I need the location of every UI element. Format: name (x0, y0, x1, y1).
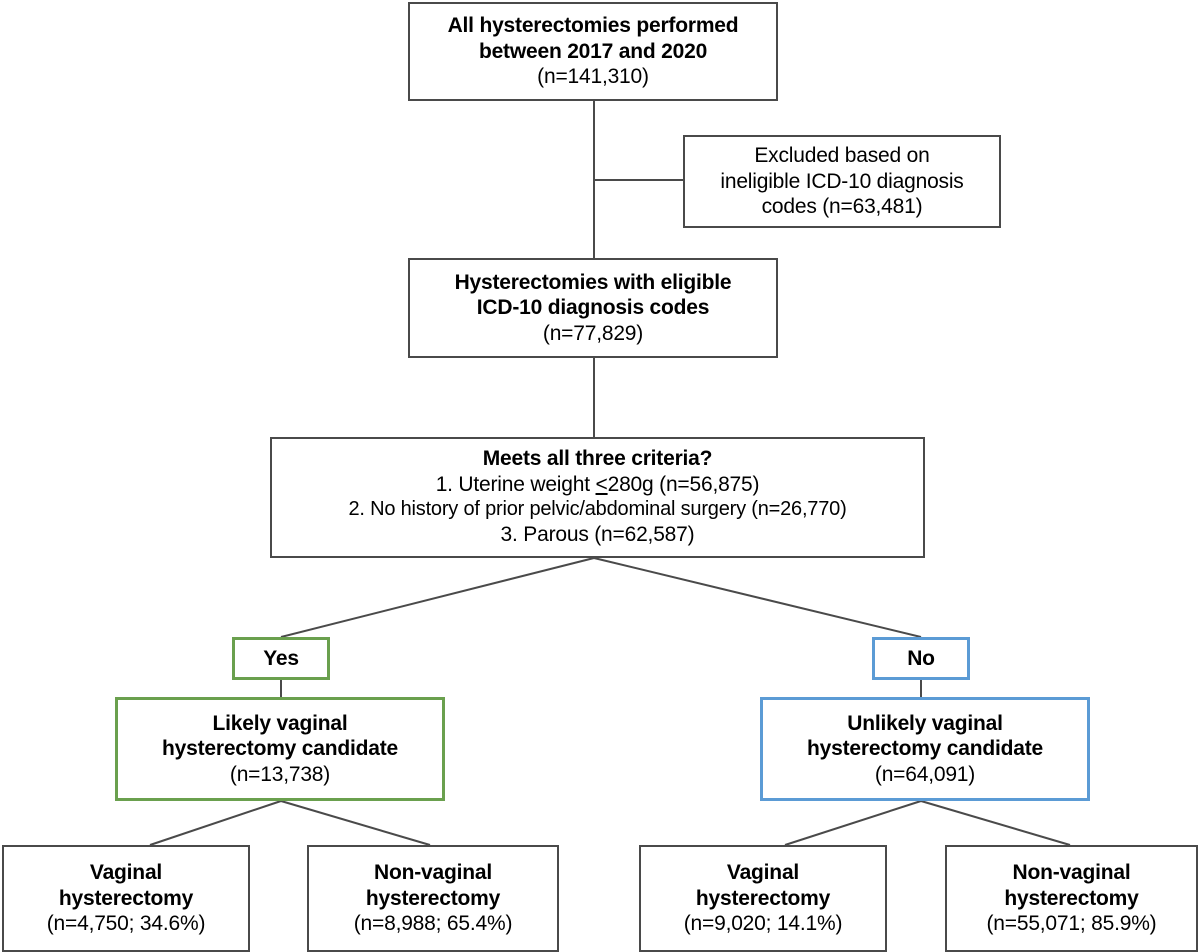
node-eligible-line1: Hysterectomies with eligible (454, 270, 732, 294)
node-eligible-count: (n=77,829) (542, 321, 644, 345)
node-unlikely-line1: Unlikely vaginal (847, 711, 1003, 735)
node-nonvag-right-line2: hysterectomy (1004, 886, 1139, 910)
node-yes-branch: Yes (232, 637, 330, 680)
less-than-or-equal-icon: < (595, 472, 608, 496)
node-vag-right-line1: Vaginal (726, 861, 800, 885)
node-likely-candidate: Likely vaginal hysterectomy candidate (n… (115, 697, 445, 801)
node-likely-line2: hysterectomy candidate (161, 737, 399, 761)
node-excluded-line1: Excluded based on (754, 144, 930, 168)
node-all-hysterectomies-line2: between 2017 and 2020 (478, 39, 708, 63)
node-nonvag-left-line2: hysterectomy (365, 886, 501, 910)
node-nonvag-right-count: (n=55,071; 85.9%) (986, 912, 1157, 936)
node-all-hysterectomies: All hysterectomies performed between 201… (408, 2, 778, 101)
node-unlikely-candidate: Unlikely vaginal hysterectomy candidate … (760, 697, 1090, 801)
node-criteria-item1: 1. Uterine weight <280g (n=56,875) (436, 472, 760, 498)
node-yes-label: Yes (263, 646, 299, 670)
connector-criteria-to-no (593, 557, 922, 638)
node-vag-left-line1: Vaginal (89, 861, 163, 885)
node-excluded-line3: codes (n=63,481) (761, 195, 923, 219)
node-all-hysterectomies-line1: All hysterectomies performed (447, 14, 739, 38)
node-eligible-line2: ICD-10 diagnosis codes (476, 296, 710, 320)
node-no-label: No (907, 646, 935, 670)
node-nonvag-right-line1: Non-vaginal (1012, 861, 1131, 885)
node-criteria-item2: 2. No history of prior pelvic/abdominal … (348, 498, 847, 521)
node-all-hysterectomies-count: (n=141,310) (537, 65, 649, 89)
node-no-branch: No (872, 637, 970, 680)
node-likely-line1: Likely vaginal (212, 711, 348, 735)
node-nonvaginal-hysterectomy-unlikely: Non-vaginal hysterectomy (n=55,071; 85.9… (945, 845, 1198, 952)
node-criteria-item1-prefix: 1. Uterine weight (435, 472, 596, 496)
connector-unlikely-to-vaginal (784, 800, 922, 846)
node-excluded-line2: ineligible ICD-10 diagnosis (720, 169, 964, 193)
connector-likely-to-nonvaginal (280, 800, 431, 846)
node-criteria-item3: 3. Parous (n=62,587) (500, 522, 695, 546)
node-nonvaginal-hysterectomy-likely: Non-vaginal hysterectomy (n=8,988; 65.4%… (307, 845, 559, 952)
node-vag-left-count: (n=4,750; 34.6%) (46, 912, 206, 936)
node-eligible-hysterectomies: Hysterectomies with eligible ICD-10 diag… (408, 258, 778, 358)
node-vag-right-line2: hysterectomy (695, 886, 831, 910)
node-vag-right-count: (n=9,020; 14.1%) (683, 912, 843, 936)
connector-criteria-to-yes (280, 557, 595, 638)
connector-unlikely-to-nonvaginal (920, 800, 1071, 846)
node-likely-count: (n=13,738) (229, 762, 331, 786)
node-unlikely-count: (n=64,091) (874, 762, 976, 786)
node-vaginal-hysterectomy-likely: Vaginal hysterectomy (n=4,750; 34.6%) (2, 845, 250, 952)
node-criteria: Meets all three criteria? 1. Uterine wei… (270, 437, 925, 558)
node-criteria-header: Meets all three criteria? (482, 447, 713, 470)
node-nonvag-left-count: (n=8,988; 65.4%) (353, 912, 513, 936)
node-vag-left-line2: hysterectomy (58, 886, 194, 910)
node-unlikely-line2: hysterectomy candidate (806, 737, 1044, 761)
connector-likely-to-vaginal (149, 800, 282, 846)
node-criteria-item1-suffix: 280g (n=56,875) (607, 472, 760, 496)
node-excluded: Excluded based on ineligible ICD-10 diag… (683, 135, 1001, 228)
node-nonvag-left-line1: Non-vaginal (374, 861, 492, 885)
node-vaginal-hysterectomy-unlikely: Vaginal hysterectomy (n=9,020; 14.1%) (639, 845, 887, 952)
